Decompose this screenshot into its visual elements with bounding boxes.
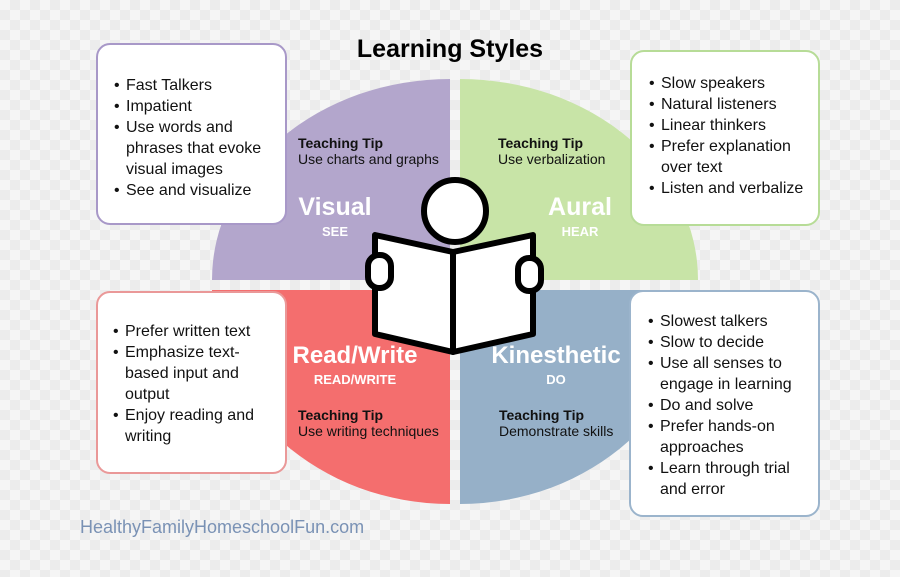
- kinesthetic-tip-text: Demonstrate skills: [499, 423, 614, 439]
- list-item: Linear thinkers: [649, 115, 814, 136]
- readwrite-sublabel: READ/WRITE: [313, 372, 397, 387]
- visual-traits-box: Fast Talkers Impatient Use words and phr…: [96, 43, 287, 225]
- list-item: Prefer written text: [113, 321, 278, 342]
- list-item: Prefer hands-on approaches: [648, 416, 815, 458]
- reading-person-icon: [365, 177, 544, 355]
- list-item: Use all senses to engage in learning: [648, 353, 815, 395]
- list-item: Listen and verbalize: [649, 178, 814, 199]
- visual-quadrant: [212, 79, 450, 280]
- aural-sublabel: HEAR: [561, 224, 599, 239]
- list-item: Slow speakers: [649, 73, 814, 94]
- list-item: Prefer explanation over text: [649, 136, 814, 178]
- readwrite-tip-title: Teaching Tip: [298, 407, 384, 423]
- list-item: Slowest talkers: [648, 311, 815, 332]
- list-item: Emphasize text-based input and output: [113, 342, 278, 405]
- list-item: Impatient: [114, 96, 279, 117]
- kinesthetic-label: Kinesthetic: [491, 342, 621, 369]
- list-item: Natural listeners: [649, 94, 814, 115]
- visual-sublabel: SEE: [321, 224, 348, 239]
- list-item: Slow to decide: [648, 332, 815, 353]
- aural-tip-text: Use verbalization: [498, 151, 606, 167]
- list-item: See and visualize: [114, 180, 279, 201]
- list-item: Use words and phrases that evoke visual …: [114, 117, 279, 180]
- list-item: Learn through trial and error: [648, 458, 815, 500]
- aural-traits-box: Slow speakers Natural listeners Linear t…: [630, 50, 820, 226]
- aural-tip-title: Teaching Tip: [498, 135, 584, 151]
- kinesthetic-tip-title: Teaching Tip: [499, 407, 585, 423]
- kinesthetic-sublabel: DO: [546, 372, 566, 387]
- list-item: Fast Talkers: [114, 75, 279, 96]
- readwrite-tip-text: Use writing techniques: [298, 423, 439, 439]
- visual-tip-title: Teaching Tip: [298, 135, 384, 151]
- readwrite-label: Read/Write: [292, 342, 418, 369]
- footer-website: HealthyFamilyHomeschoolFun.com: [80, 517, 365, 537]
- list-item: Do and solve: [648, 395, 815, 416]
- page-title: Learning Styles: [356, 35, 544, 63]
- list-item: Enjoy reading and writing: [113, 405, 278, 447]
- kinesthetic-traits-box: Slowest talkers Slow to decide Use all s…: [629, 290, 820, 517]
- visual-tip-text: Use charts and graphs: [298, 151, 439, 167]
- readwrite-traits-box: Prefer written text Emphasize text-based…: [96, 291, 287, 474]
- aural-label: Aural: [548, 193, 612, 221]
- visual-label: Visual: [298, 193, 372, 221]
- aural-quadrant: [460, 79, 698, 280]
